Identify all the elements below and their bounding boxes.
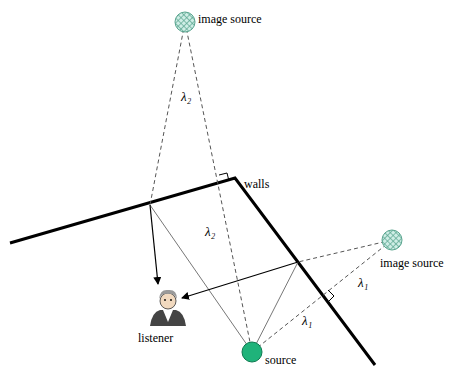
dashed-ray: [150, 22, 185, 205]
path-length-label: λ₂: [205, 225, 215, 239]
reflected-ray: [182, 262, 298, 298]
image-source-symbol: [175, 12, 195, 32]
sound-ray: [252, 262, 298, 352]
dashed-ray: [185, 22, 252, 352]
path-length-label: λ₁: [302, 314, 312, 328]
sound-ray: [150, 205, 252, 352]
image-source-label: image source: [380, 256, 444, 270]
reflected-ray: [150, 205, 158, 284]
source-label: source: [265, 353, 296, 367]
wall-label: walls: [244, 177, 269, 191]
dashed-ray: [252, 240, 392, 352]
listener-label: listener: [138, 331, 173, 345]
right-angle-mark: [328, 290, 334, 302]
right-angle-mark: [219, 173, 229, 181]
path-length-label: λ₁: [358, 276, 368, 290]
image-source-symbol: [382, 230, 402, 250]
wall-line: [10, 178, 375, 365]
image-source-label: image source: [198, 12, 262, 26]
source-symbol: [242, 342, 262, 362]
listener-figure: [150, 290, 186, 326]
path-length-label: λ₂: [181, 90, 191, 104]
